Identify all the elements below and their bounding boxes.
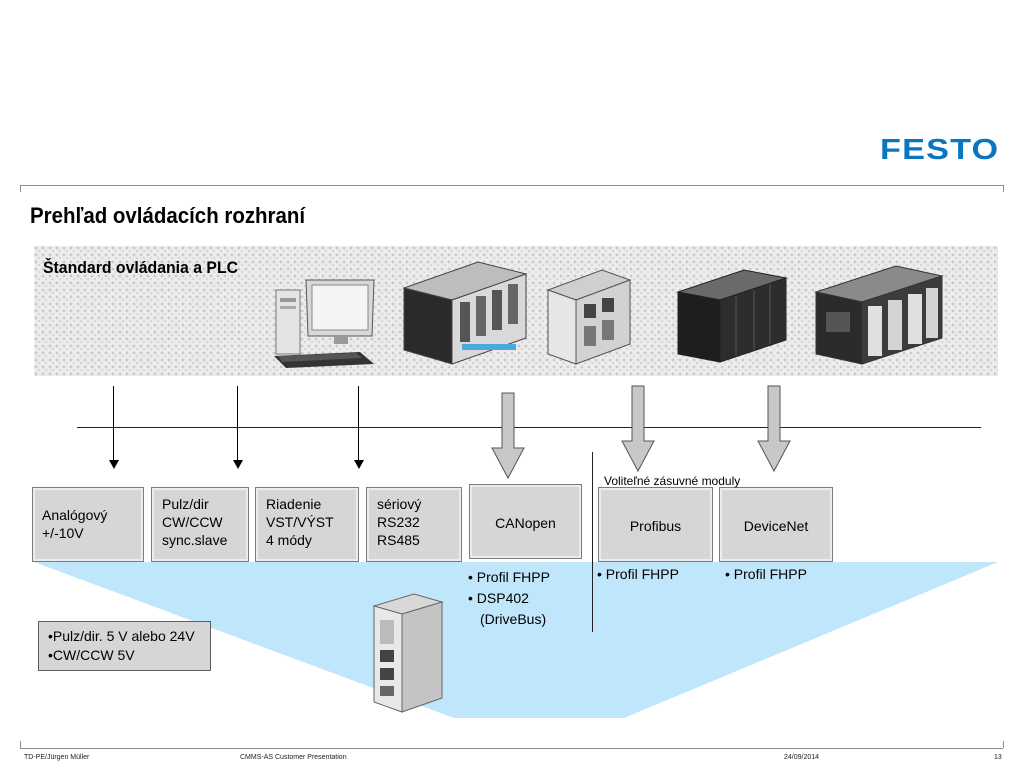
profibus-feature-item: • Profil FHPP [597,566,679,582]
footer-author: TD-PE/Jürgen Müller [24,754,90,761]
compact-controller-image [546,269,632,365]
pulse-note-line: •Pulz/dir. 5 V alebo 24V [48,628,195,644]
header-divider [20,185,1003,186]
canopen-feature-item: • DSP402 [468,590,529,606]
serial-interface-label: sériový RS232 RS485 [377,496,422,548]
footer-divider-tick-right [1003,741,1004,748]
servo-drive-image [372,593,444,713]
canopen-feature-item: (DriveBus) [480,611,547,627]
canopen-feature-item: • Profil FHPP [468,569,550,585]
plc-rack-image [676,269,788,363]
profibus-arrow [621,385,655,473]
profibus-feature-list: • Profil FHPP [597,564,679,585]
devicenet-feature-list: • Profil FHPP [725,564,807,585]
page-title: Prehľad ovládacích rozhraní [30,203,306,228]
footer-divider [20,748,1003,749]
analog-interface-label: Analógový +/-10V [42,507,108,541]
festo-logo: FESTO [880,134,1000,166]
bus-line [77,427,981,428]
footer-page-number: 13 [994,754,1002,761]
devicenet-interface-label: DeviceNet [743,518,809,534]
control-arrow [354,386,364,469]
devicenet-arrow [757,385,791,473]
footer-presentation-name: CMMS-AS Customer Presentation [240,754,347,761]
control-interface-box: Riadenie VST/VÝST 4 módy [255,487,359,562]
profibus-interface-box: Profibus [598,487,713,562]
profibus-interface-label: Profibus [629,518,682,534]
band-title: Štandard ovládania a PLC [43,258,239,277]
pulse-note-box: •Pulz/dir. 5 V alebo 24V •CW/CCW 5V [38,621,211,671]
canopen-interface-label: CANopen [495,515,556,531]
modular-controller-image [402,261,528,365]
pc-workstation-image [274,279,375,368]
pulse-arrow [233,386,243,469]
pulse-note-line: •CW/CCW 5V [48,647,135,663]
pulse-interface-label: Pulz/dir CW/CCW sync.slave [162,496,228,548]
serial-interface-box: sériový RS232 RS485 [366,487,462,562]
analog-interface-box: Analógový +/-10V [32,487,144,562]
canopen-arrow [491,392,525,480]
footer-divider-tick-left [20,741,21,748]
canopen-feature-list: • Profil FHPP • DSP402 (DriveBus) [468,567,550,630]
devicenet-feature-item: • Profil FHPP [725,566,807,582]
funnel-shape [34,562,998,718]
analog-arrow [109,386,119,469]
optional-modules-label: Voliteľné zásuvné moduly [604,474,741,488]
header-divider-tick-left [20,185,21,192]
optional-modules-divider [592,452,593,632]
header-divider-tick-right [1003,185,1004,192]
pulse-interface-box: Pulz/dir CW/CCW sync.slave [151,487,249,562]
control-interface-label: Riadenie VST/VÝST 4 módy [266,496,334,548]
canopen-interface-box: CANopen [469,484,582,559]
footer-date: 24/09/2014 [784,754,820,761]
devicenet-interface-box: DeviceNet [719,487,833,562]
plc-rack-modules-image [814,265,944,365]
